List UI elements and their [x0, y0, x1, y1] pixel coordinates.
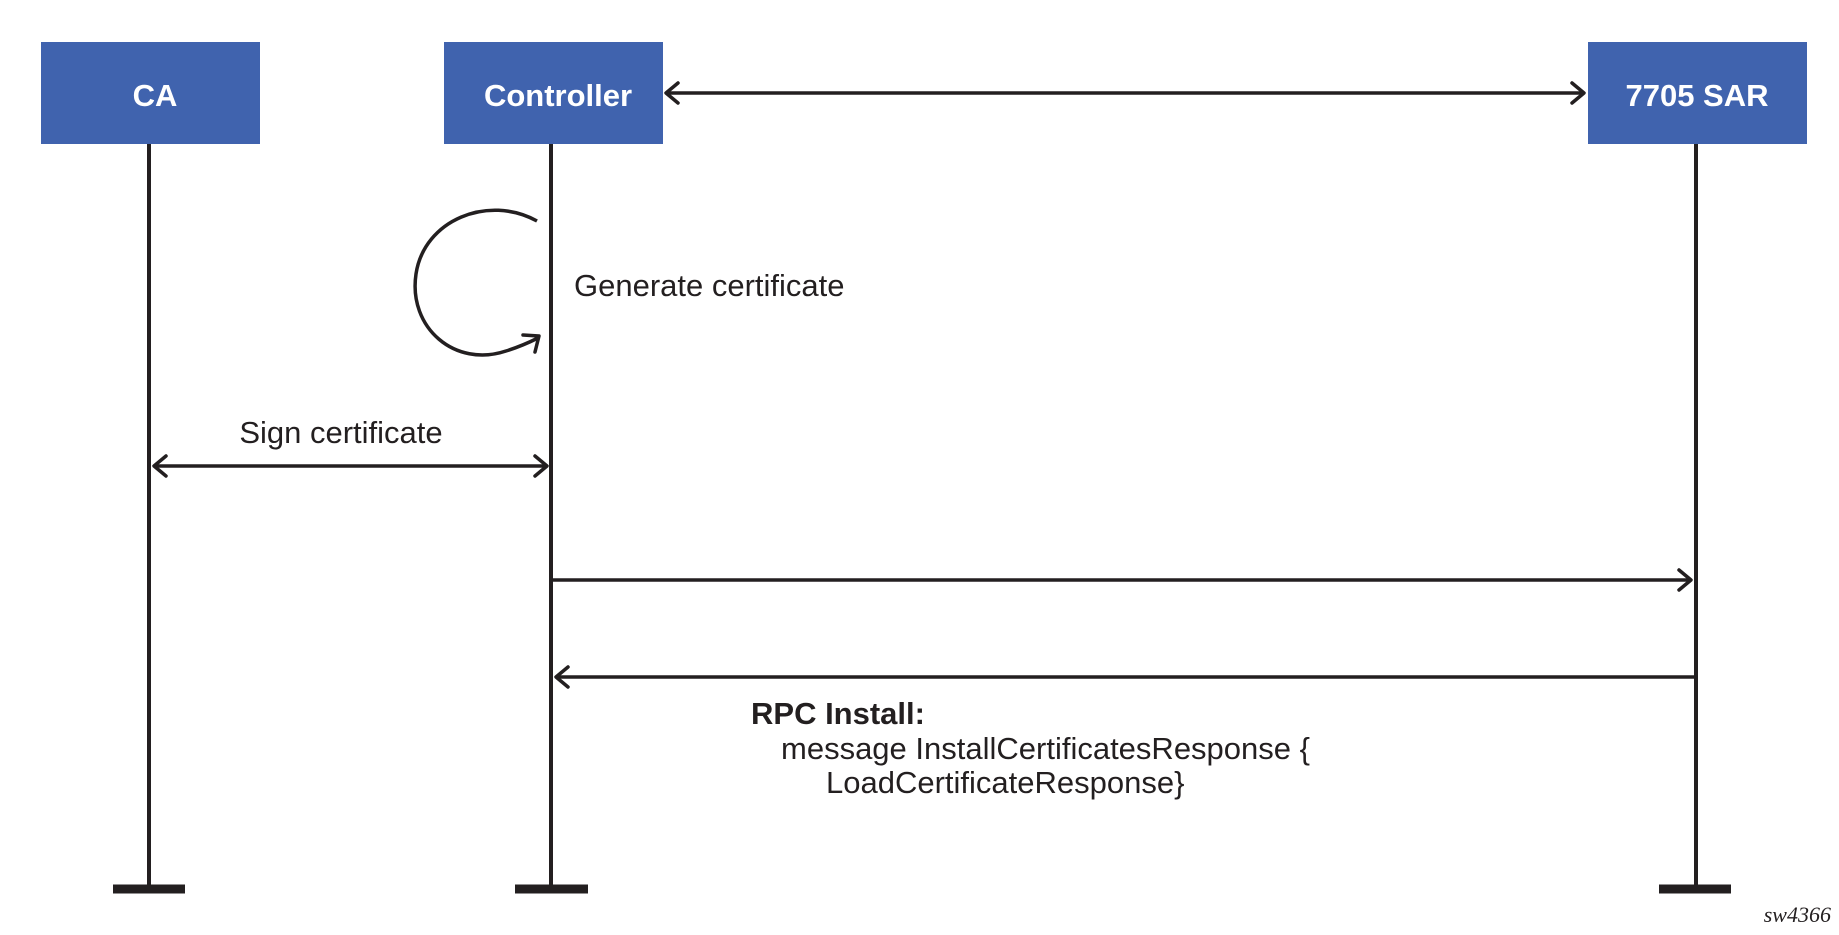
rpc-install-title: RPC Install: — [751, 696, 925, 731]
message-install-request — [553, 568, 1693, 592]
rpc-install-line2: LoadCertificateResponse} — [826, 765, 1184, 800]
figure-id: sw4366 — [1764, 902, 1831, 927]
connection-arrow-controller-sar — [664, 81, 1586, 105]
message-install-response: RPC Install: message InstallCertificates… — [554, 665, 1694, 800]
arrowhead-left — [554, 665, 570, 689]
self-call-loop-arc — [413, 208, 539, 357]
arrowhead-left — [152, 454, 168, 478]
arrowhead-left — [664, 81, 680, 105]
arrowhead-right — [533, 454, 549, 478]
rpc-install-line1: message InstallCertificatesResponse { — [781, 731, 1310, 766]
actor-ca-label: CA — [133, 78, 178, 113]
actor-controller: Controller — [444, 42, 663, 144]
actor-ca-box — [41, 42, 260, 144]
arrowhead-right — [1570, 81, 1586, 105]
self-call-generate-certificate: Generate certificate — [413, 208, 845, 357]
message-sign-certificate: Sign certificate — [152, 415, 549, 478]
actor-sar-box — [1588, 42, 1807, 144]
actor-ca: CA — [41, 42, 260, 144]
sign-certificate-label: Sign certificate — [239, 415, 442, 450]
actor-controller-label: Controller — [484, 78, 632, 113]
self-call-arrowhead — [521, 333, 541, 354]
actor-sar: 7705 SAR — [1588, 42, 1807, 144]
arrowhead-right — [1677, 568, 1693, 592]
actor-controller-box — [444, 42, 663, 144]
actor-sar-label: 7705 SAR — [1625, 78, 1768, 113]
self-call-label: Generate certificate — [574, 268, 845, 303]
